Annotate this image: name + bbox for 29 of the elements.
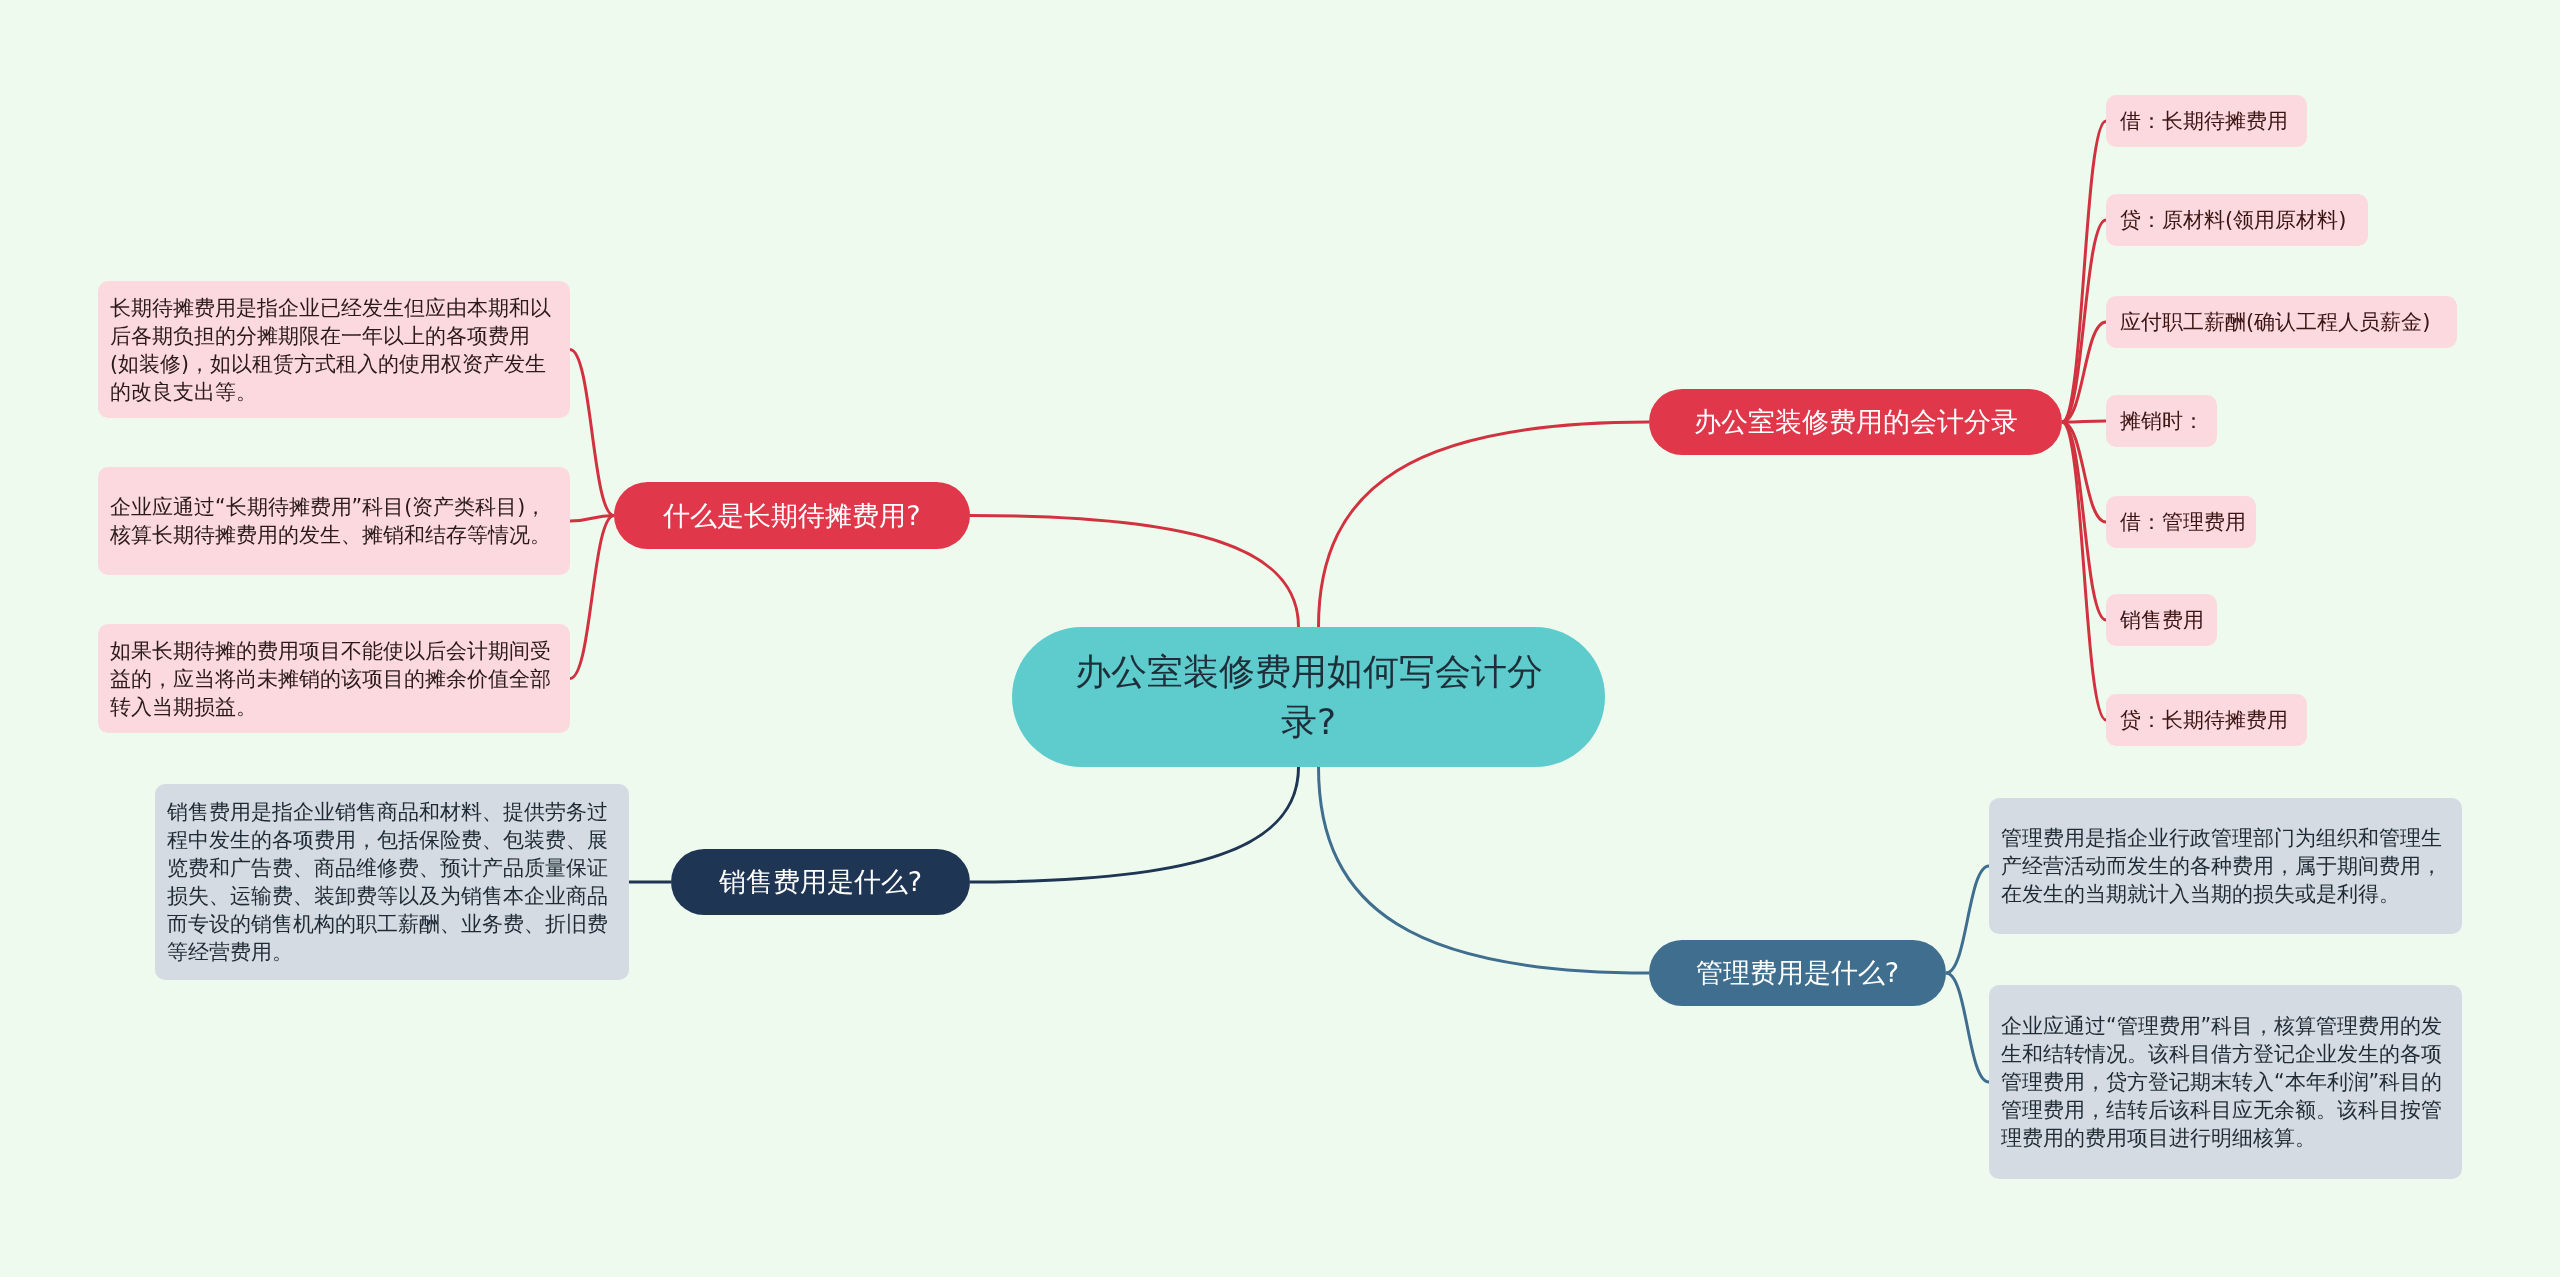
note-box: 如果长期待摊的费用项目不能使以后会计期间受益的，应当将尚未摊销的该项目的摊余价值全部转入当期损益。 [98, 624, 570, 733]
entry-box: 应付职工薪酬(确认工程人员薪金) [2106, 296, 2457, 348]
connector-line [1317, 420, 1650, 628]
connector-line [569, 348, 615, 517]
connector-line [1317, 766, 1650, 975]
connector-line [2060, 421, 2108, 721]
topic-pill: 销售费用是什么? [671, 849, 970, 915]
entry-box: 贷：原材料(领用原材料) [2106, 194, 2368, 246]
topic-pill: 管理费用是什么? [1649, 940, 1946, 1006]
entry-box: 销售费用 [2106, 594, 2217, 646]
connector-line [569, 514, 615, 523]
note-box: 管理费用是指企业行政管理部门为组织和管理生产经营活动而发生的各种费用，属于期间费用，在发生的当期就计入当期的损失或是利得。 [1989, 798, 2462, 934]
connector-line [629, 880, 671, 884]
connector-line [970, 766, 1300, 884]
entry-box: 借：长期待摊费用 [2106, 95, 2307, 147]
note-box: 企业应通过“管理费用”科目，核算管理费用的发生和结转情况。该科目借方登记企业发生的各项管理费用，贷方登记期末转入“本年利润”科目的管理费用，结转后该科目应无余额。该科目按管理费用的费用项目进行明细核算。 [1989, 985, 2462, 1179]
entry-box: 贷：长期待摊费用 [2106, 694, 2307, 746]
central-topic: 办公室装修费用如何写会计分录? [1012, 627, 1605, 767]
connector-line [569, 514, 615, 680]
topic-pill: 办公室装修费用的会计分录 [1649, 389, 2062, 455]
topic-pill: 什么是长期待摊费用? [614, 482, 970, 549]
entry-box: 借：管理费用 [2106, 496, 2256, 548]
connector-line [1945, 864, 1990, 975]
connector-line [970, 514, 1300, 628]
entry-box: 摊销时： [2106, 395, 2217, 447]
note-box: 企业应通过“长期待摊费用”科目(资产类科目)，核算长期待摊费用的发生、摊销和结存等情况。 [98, 467, 570, 575]
note-box: 长期待摊费用是指企业已经发生但应由本期和以后各期负担的分摊期限在一年以上的各项费用(如装修)，如以租赁方式租入的使用权资产发生的改良支出等。 [98, 281, 570, 418]
note-box: 销售费用是指企业销售商品和材料、提供劳务过程中发生的各项费用，包括保险费、包装费、展览费和广告费、商品维修费、预计产品质量保证损失、运输费、装卸费等以及为销售本企业商品而专设的销售机构的职工薪酬、业务费、折旧费等经营费用。 [155, 784, 629, 980]
connector-line [1945, 971, 1990, 1084]
